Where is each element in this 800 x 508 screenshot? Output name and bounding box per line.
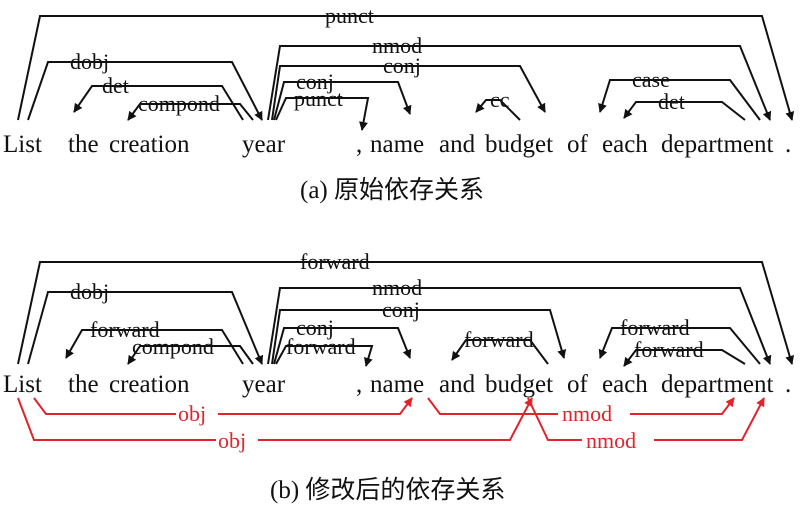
- token-b-creation: creation: [109, 371, 190, 398]
- token-a-department: department: [661, 131, 774, 158]
- arc-a-compond: [127, 103, 254, 121]
- label-b-conj2: conj: [296, 315, 334, 340]
- arc-a-punct: [17, 15, 795, 121]
- arc-a-punct2: [275, 97, 370, 131]
- label-b-forward3: forward: [286, 334, 356, 359]
- label-b-forward2: forward: [90, 317, 160, 342]
- token-a-of: of: [567, 131, 589, 158]
- label-b-conj1: conj: [382, 297, 420, 322]
- token-a-name: name: [370, 131, 424, 158]
- label-b-forward6: forward: [634, 337, 704, 362]
- arc-a-dobj: [27, 61, 263, 121]
- label-b-nmod2: nmod: [586, 428, 636, 453]
- token-b-of: of: [567, 371, 589, 398]
- token-b-the: the: [68, 371, 99, 398]
- arc-b-obj1: [33, 397, 413, 415]
- token-a-budget: budget: [485, 131, 553, 158]
- arc-b-compond: [127, 345, 254, 365]
- token-b-list: List: [3, 371, 42, 398]
- arc-a-det2: [623, 101, 746, 121]
- arc-a-nmod: [267, 45, 772, 121]
- token-b-comma: ,: [356, 371, 362, 398]
- panel-a: punct dobj det compond nmod conj conj pu…: [3, 3, 795, 204]
- label-b-obj1: obj: [178, 401, 206, 426]
- arc-b-forward: [17, 261, 795, 365]
- token-a-period: .: [785, 131, 791, 158]
- label-a-nmod: nmod: [372, 33, 422, 58]
- panel-b: forward dobj forward compond nmod conj c…: [3, 249, 795, 504]
- arc-b-nmod: [267, 287, 772, 365]
- label-b-dobj: dobj: [70, 279, 109, 304]
- token-b-and: and: [439, 371, 476, 398]
- label-a-dobj: dobj: [70, 49, 109, 74]
- label-a-case: case: [632, 67, 670, 92]
- arc-a-conj2: [273, 81, 412, 121]
- token-b-department: department: [661, 371, 774, 398]
- token-a-each: each: [602, 131, 648, 158]
- arc-b-forward3: [275, 345, 374, 367]
- token-a-year: year: [242, 131, 286, 158]
- arc-b-forward5: [598, 327, 761, 365]
- arc-b-obj2: [17, 397, 533, 441]
- label-b-forward5: forward: [620, 315, 690, 340]
- label-b-nmod: nmod: [372, 275, 422, 300]
- arc-b-dobj: [27, 291, 264, 365]
- token-a-list: List: [3, 131, 42, 158]
- caption-a: (a) 原始依存关系: [300, 176, 484, 204]
- token-b-budget: budget: [485, 371, 553, 398]
- token-b-year: year: [242, 371, 286, 398]
- token-b-each: each: [602, 371, 648, 398]
- label-a-det: det: [102, 73, 129, 98]
- label-b-compond: compond: [132, 334, 214, 359]
- arc-a-conj1: [271, 65, 546, 121]
- label-a-conj1: conj: [383, 53, 421, 78]
- label-b-nmod1: nmod: [562, 401, 612, 426]
- label-a-punct2: punct: [294, 86, 343, 111]
- label-a-cc: cc: [490, 87, 510, 112]
- arc-a-case: [598, 79, 761, 121]
- arc-a-cc: [475, 99, 521, 121]
- token-a-creation: creation: [109, 131, 190, 158]
- label-a-conj2: conj: [296, 69, 334, 94]
- caption-b: (b) 修改后的依存关系: [270, 476, 505, 504]
- label-a-punct: punct: [325, 3, 374, 28]
- label-b-forward: forward: [300, 249, 370, 274]
- arc-b-forward6: [623, 349, 746, 367]
- arc-b-conj2: [273, 327, 412, 365]
- arc-b-forward4: [451, 339, 549, 365]
- token-b-name: name: [370, 371, 424, 398]
- label-b-obj2: obj: [218, 428, 246, 453]
- label-a-det2: det: [658, 89, 685, 114]
- arc-b-conj1: [271, 309, 567, 365]
- token-a-and: and: [439, 131, 476, 158]
- token-b-period: .: [785, 371, 791, 398]
- label-a-compond: compond: [138, 91, 220, 116]
- token-a-comma: ,: [356, 131, 362, 158]
- label-b-forward4: forward: [464, 327, 534, 352]
- token-a-the: the: [68, 131, 99, 158]
